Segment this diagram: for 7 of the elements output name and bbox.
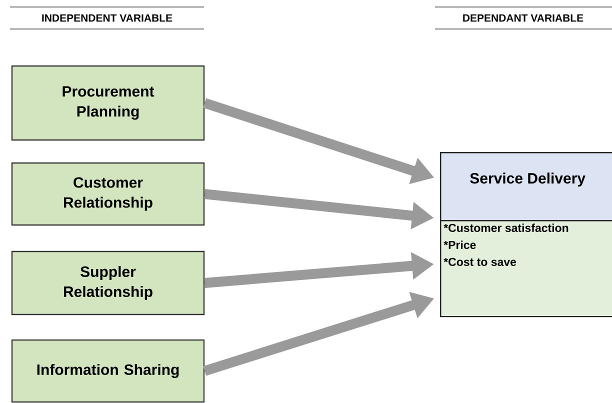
variable-box: Information Sharing bbox=[11, 339, 205, 403]
variable-box: Procurement Planning bbox=[11, 65, 205, 141]
variable-box: Customer Relationship bbox=[11, 162, 205, 226]
variable-box: Suppler Relationship bbox=[11, 250, 205, 316]
column-heading: INDEPENDENT VARIABLE bbox=[42, 14, 172, 22]
column-heading: DEPENDANT VARIABLE bbox=[463, 14, 584, 22]
result-box: Service Delivery *Customer satisfaction *Price *Cost to save bbox=[440, 152, 612, 318]
